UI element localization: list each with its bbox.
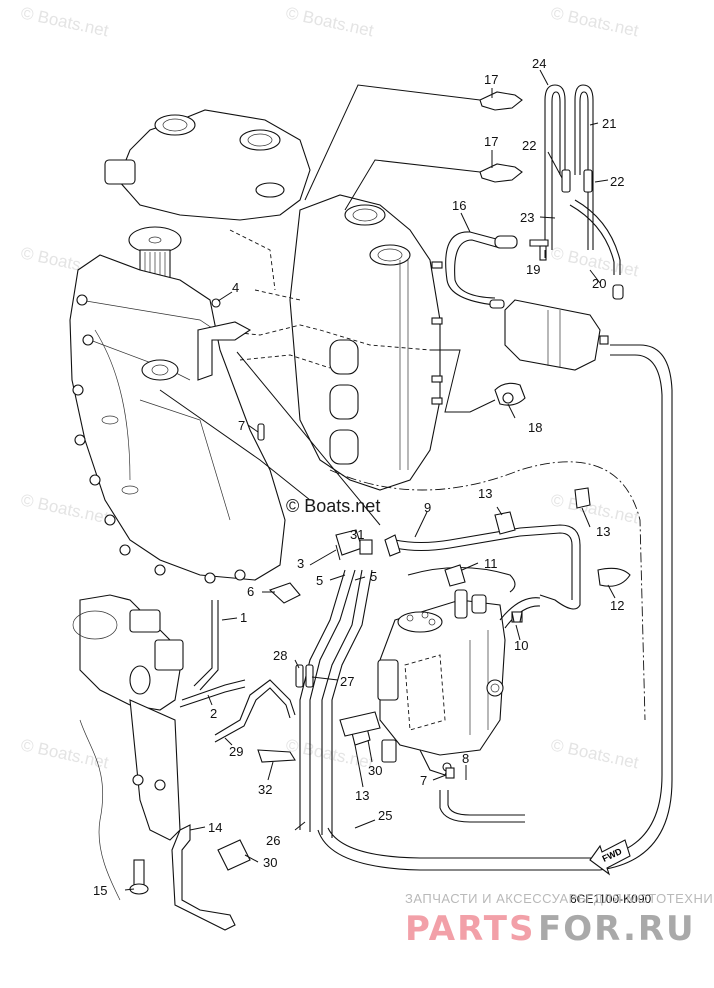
leader-lines [124,69,616,891]
watermark: © Boats.net [549,243,640,280]
callout-20: 20 [592,276,606,291]
watermark: © Boats.net [284,3,375,40]
callout-4: 4 [232,280,239,295]
callout-5: 5 [370,569,377,584]
callout-13: 13 [596,524,610,539]
callout-7: 7 [420,773,427,788]
callout-31: 31 [350,527,364,542]
watermark: © Boats.net [19,490,110,527]
clamps [129,91,631,931]
watermark: © Boats.net [549,3,640,40]
callout-28: 28 [273,648,287,663]
callout-5: 5 [316,573,323,588]
hoses [179,84,673,871]
callout-7: 7 [238,418,245,433]
fwd-arrow-icon: FWD [589,839,631,876]
callout-17: 17 [484,72,498,87]
callout-29: 29 [229,744,243,759]
watermark: © Boats.net [19,3,110,40]
callout-8: 8 [462,751,469,766]
reference-code: 6CE1100-K090 [570,892,651,906]
throttle-body-assembly [72,594,184,901]
center-watermark: © Boats.net [286,496,380,516]
callout-22: 22 [610,174,624,189]
callout-32: 32 [258,782,272,797]
footer-tagline: ЗАПЧАСТИ И АКСЕССУАРЫ ДЛЯ МОТОТЕХНИКИ [405,891,714,906]
callout-23: 23 [520,210,534,225]
callout-16: 16 [452,198,466,213]
callout-14: 14 [208,820,222,835]
callout-22: 22 [522,138,536,153]
callout-24: 24 [532,56,546,71]
callout-19: 19 [526,262,540,277]
watermark: © Boats.net [549,490,640,527]
footer-branding: ЗАПЧАСТИ И АКСЕССУАРЫ ДЛЯ МОТОТЕХНИКИ PA… [405,891,714,949]
callout-6: 6 [247,584,254,599]
engine-block [69,109,443,584]
callout-15: 15 [93,883,107,898]
callout-21: 21 [602,116,616,131]
callout-27: 27 [340,674,354,689]
callout-17: 17 [484,134,498,149]
callout-2: 2 [210,706,217,721]
callout-26: 26 [266,833,280,848]
callout-30: 30 [263,855,277,870]
callout-13: 13 [355,788,369,803]
watermark: © Boats.net [19,735,110,772]
callout-13: 13 [478,486,492,501]
callout-3: 3 [297,556,304,571]
callouts: 24 17 21 17 22 22 16 23 19 20 4 18 7 13 … [93,56,624,898]
footer-brand-right: FOR.RU [538,909,696,949]
vapor-separator-assembly [377,589,506,776]
footer-brand-left: PARTS [405,909,535,949]
callout-12: 12 [610,598,624,613]
callout-1: 1 [240,610,247,625]
callout-30: 30 [368,763,382,778]
callout-18: 18 [528,420,542,435]
callout-11: 11 [484,556,498,571]
callout-25: 25 [378,808,392,823]
callout-10: 10 [514,638,528,653]
watermark: © Boats.net [549,735,640,772]
callout-9: 9 [424,500,431,515]
